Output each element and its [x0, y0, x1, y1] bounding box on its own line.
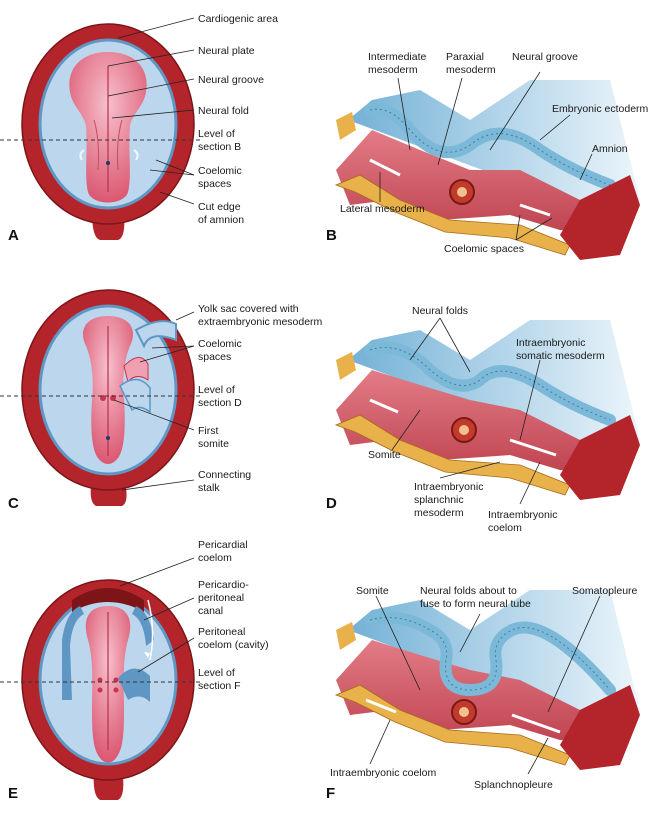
label-intraembryonic-d1: Intraembryonic: [516, 337, 585, 349]
label-coelom-cavity: coelom (cavity): [198, 639, 269, 651]
label-yolk-sac: Yolk sac covered with: [198, 303, 299, 315]
pericardial-coelom: [72, 588, 144, 612]
label-splanchnopleure: Splanchnopleure: [474, 779, 553, 791]
panel-letter-f: F: [326, 785, 335, 802]
label-section-f: section F: [198, 680, 241, 692]
yolk-sac-cut: [134, 320, 177, 349]
intraembryonic-coelom-f: [365, 698, 561, 734]
label-spaces: spaces: [198, 178, 231, 190]
label-somite-c: somite: [198, 438, 229, 450]
label-neural-groove-b: Neural groove: [512, 51, 578, 63]
yolk-sac-endoderm: [334, 174, 571, 256]
label-level-of-e: Level of: [198, 667, 235, 679]
label-neural-groove: Neural groove: [198, 74, 264, 86]
label-canal: canal: [198, 605, 223, 617]
label-of-amnion: of amnion: [198, 214, 244, 226]
panel-letter-c: C: [8, 495, 19, 512]
amnion-wall: [560, 175, 640, 260]
panel-d: Neural folds Intraembryonic somatic meso…: [326, 305, 640, 534]
label-connecting: Connecting: [198, 469, 251, 481]
coelomic-space-c: [123, 357, 149, 384]
label-pericardio: Pericardio-: [198, 579, 249, 591]
label-somite-d: Somite: [368, 449, 401, 461]
label-lateral-mesoderm: Lateral mesoderm: [340, 203, 425, 215]
intraembryonic-coelom-d: [369, 398, 557, 457]
label-section-d: section D: [198, 397, 242, 409]
label-neural-folds: Neural folds: [412, 305, 468, 317]
label-intraembryonic-coelom-f: Intraembryonic coelom: [330, 767, 436, 779]
label-paraxial: Paraxial: [446, 51, 484, 63]
panel-letter-b: B: [326, 227, 337, 244]
label-amnion: Amnion: [592, 143, 628, 155]
label-coelomic: Coelomic: [198, 165, 242, 177]
panel-letter-e: E: [8, 785, 18, 802]
label-splanchnic-mesoderm: mesoderm: [414, 507, 464, 519]
primitive-node: [106, 161, 110, 165]
label-intermediate: Intermediate: [368, 51, 427, 63]
first-somite: [100, 395, 106, 401]
label-coelomic-spaces: Coelomic spaces: [444, 243, 524, 255]
panel-c: Yolk sac covered with extraembryonic mes…: [0, 289, 323, 512]
label-coelom-e1: coelom: [198, 552, 232, 564]
label-neural-plate: Neural plate: [198, 45, 255, 57]
panel-e: Pericardial coelom Pericardio- peritonea…: [0, 539, 269, 802]
panel-letter-d: D: [326, 495, 337, 512]
peritoneal-coelom: [118, 668, 150, 702]
label-first: First: [198, 425, 218, 437]
label-intraembryonic-d3: Intraembryonic: [488, 509, 557, 521]
label-intermediate-mesoderm: mesoderm: [368, 64, 418, 76]
embryonic-ectoderm-sky: [348, 80, 640, 210]
label-neural-fold: Neural fold: [198, 105, 249, 117]
label-paraxial-mesoderm: mesoderm: [446, 64, 496, 76]
label-neural-folds-about: Neural folds about to: [420, 585, 517, 597]
label-level-of-c: Level of: [198, 384, 235, 396]
label-somatic-mesoderm: somatic mesoderm: [516, 350, 605, 362]
panel-b: Intermediate mesoderm Paraxial mesoderm …: [326, 51, 649, 260]
label-coelom-d: coelom: [488, 522, 522, 534]
label-somite-f: Somite: [356, 585, 389, 597]
label-splanchnic: splanchnic: [414, 494, 464, 506]
label-extraembryonic-mesoderm: extraembryonic mesoderm: [198, 316, 323, 328]
panel-letter-a: A: [8, 227, 19, 244]
label-somatopleure: Somatopleure: [572, 585, 638, 597]
panel-f: Somite Neural folds about to fuse to for…: [326, 585, 640, 802]
label-level-of: Level of: [198, 128, 235, 140]
label-cardiogenic-area: Cardiogenic area: [198, 13, 278, 25]
pericardioperitoneal-canal: [62, 606, 84, 700]
panel-a: Cardiogenic area Neural plate Neural gro…: [0, 13, 278, 244]
label-cut-edge: Cut edge: [198, 201, 241, 213]
label-section-b: section B: [198, 141, 241, 153]
label-peritoneal-1: peritoneal: [198, 592, 244, 604]
label-peritoneal-2: Peritoneal: [198, 626, 245, 638]
label-pericardial: Pericardial: [198, 539, 248, 551]
label-embryonic-ectoderm: Embryonic ectoderm: [552, 103, 649, 115]
label-intraembryonic-d2: Intraembryonic: [414, 481, 483, 493]
label-coelomic-c: Coelomic: [198, 338, 242, 350]
label-stalk: stalk: [198, 482, 220, 494]
label-fuse-neural-tube: fuse to form neural tube: [420, 598, 531, 610]
label-spaces-c: spaces: [198, 351, 231, 363]
